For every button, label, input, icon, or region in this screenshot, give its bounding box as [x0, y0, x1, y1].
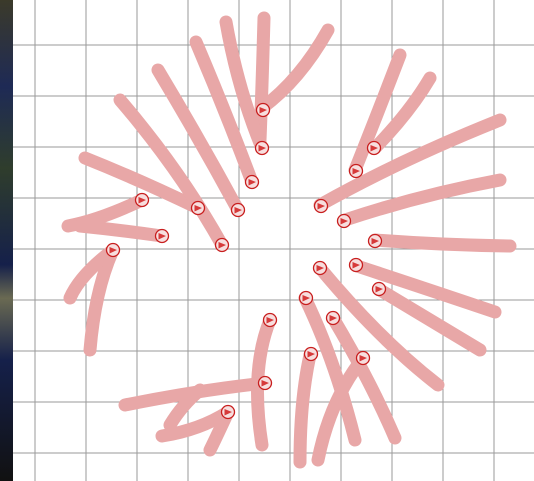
marker-1[interactable] [255, 102, 271, 118]
marker-arrow-icon [248, 179, 256, 186]
stroke-bottom-right-b [326, 311, 402, 445]
marker-arrow-icon [375, 286, 383, 293]
marker-arrow-icon [224, 409, 232, 416]
stroke-top-center [253, 11, 271, 147]
stroke-top-center-branch [255, 23, 335, 115]
stroke-right-d [350, 259, 502, 319]
marker-arrow-icon [158, 233, 166, 240]
marker-arrow-icon [370, 145, 378, 152]
marker-arrow-icon [259, 107, 267, 114]
marker-8[interactable] [154, 228, 170, 244]
marker-arrow-icon [266, 317, 274, 324]
marker-19[interactable] [325, 310, 341, 326]
marker-9[interactable] [105, 242, 121, 258]
stroke-upper-left-a [113, 93, 229, 252]
marker-arrow-icon [359, 355, 367, 362]
marker-arrow-icon [317, 203, 325, 210]
marker-arrow-icon [352, 168, 360, 175]
marker-23[interactable] [257, 375, 273, 391]
marker-22[interactable] [355, 350, 371, 366]
stroke-top-right-b [368, 71, 437, 155]
marker-arrow-icon [352, 262, 360, 269]
stroke-left-b [63, 243, 120, 305]
marker-15[interactable] [348, 257, 364, 273]
stroke-upper-left-d [219, 15, 269, 155]
marker-6[interactable] [214, 237, 230, 253]
brush-strokes [61, 11, 517, 469]
marker-arrow-icon [138, 197, 146, 204]
marker-5[interactable] [190, 200, 206, 216]
stroke-left-e [78, 151, 205, 215]
stroke-bottom-right-c [298, 291, 362, 447]
stroke-bottom-left-a [251, 313, 277, 452]
background-window-strip [0, 0, 13, 481]
marker-14[interactable] [367, 233, 383, 249]
marker-10[interactable] [366, 140, 382, 156]
marker-arrow-icon [109, 247, 117, 254]
marker-24[interactable] [220, 404, 236, 420]
marker-21[interactable] [303, 346, 319, 362]
marker-arrow-icon [302, 295, 310, 302]
stroke-upper-left-b [151, 63, 245, 217]
stroke-bottom-left-e [163, 383, 207, 432]
marker-arrow-icon [329, 315, 337, 322]
marker-arrow-icon [194, 205, 202, 212]
marker-16[interactable] [312, 260, 328, 276]
marker-3[interactable] [244, 174, 260, 190]
stroke-right-a [313, 113, 507, 212]
marker-arrow-icon [316, 265, 324, 272]
stroke-bottom-right-a [313, 261, 445, 392]
stroke-upper-left-c [189, 35, 259, 189]
node-markers[interactable] [105, 102, 387, 420]
marker-arrow-icon [340, 218, 348, 225]
stroke-bottom-mid-a [293, 348, 317, 469]
marker-arrow-icon [218, 242, 226, 249]
stroke-left-d [73, 219, 169, 243]
marker-2[interactable] [254, 140, 270, 156]
stroke-top-right-a [348, 48, 407, 177]
marker-17[interactable] [371, 281, 387, 297]
marker-arrow-icon [371, 238, 379, 245]
marker-arrow-icon [307, 351, 315, 358]
stroke-right-c [368, 233, 517, 253]
marker-13[interactable] [336, 213, 352, 229]
marker-arrow-icon [261, 380, 269, 387]
marker-18[interactable] [298, 290, 314, 306]
stroke-right-e [373, 283, 487, 357]
marker-20[interactable] [262, 312, 278, 328]
stroke-bottom-mid-b [311, 351, 370, 467]
stroke-right-b [338, 173, 507, 227]
marker-11[interactable] [348, 163, 364, 179]
marker-arrow-icon [258, 145, 266, 152]
marker-arrow-icon [234, 207, 242, 214]
marker-12[interactable] [313, 198, 329, 214]
marker-7[interactable] [134, 192, 150, 208]
marker-4[interactable] [230, 202, 246, 218]
